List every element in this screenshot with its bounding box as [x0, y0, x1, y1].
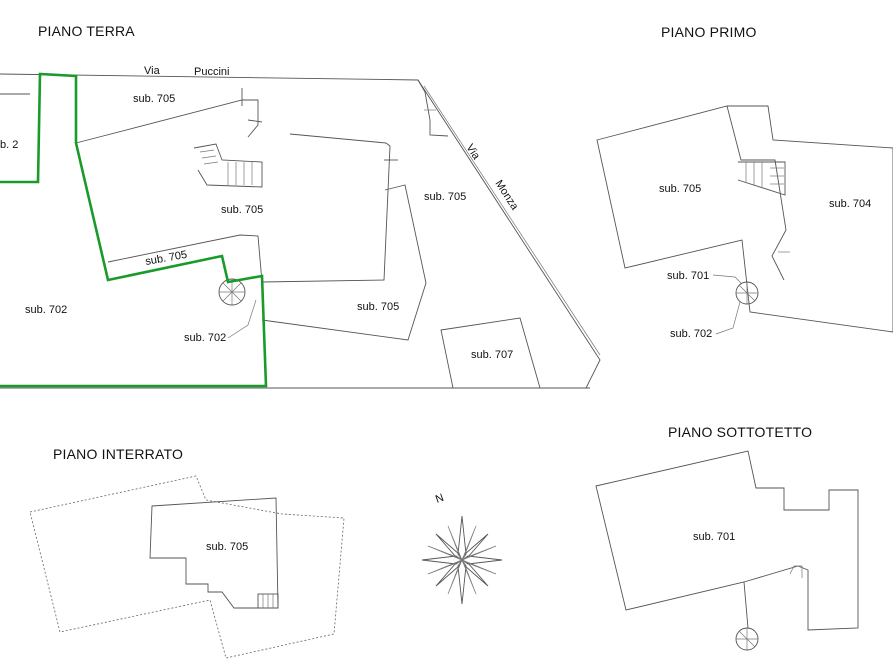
street-via-2: Via	[463, 142, 482, 162]
sottotetto-outline	[595, 450, 859, 631]
primo-staircase-icon	[737, 161, 786, 196]
strip-boundary	[107, 234, 263, 283]
primo-spiral-stair-icon	[735, 281, 759, 305]
sottotetto-label-sub-701: sub. 701	[693, 531, 735, 543]
label-sub-702-stair: sub. 702	[184, 332, 226, 344]
leader-line	[227, 299, 257, 339]
sottotetto-detail	[789, 565, 803, 578]
primo-inner-wall	[726, 105, 787, 281]
heading-piano-sottotetto: PIANO SOTTOTETTO	[668, 424, 812, 440]
building-top-right	[289, 133, 387, 144]
plan-piano-sottotetto: sub. 701	[595, 450, 859, 651]
label-sub-705-top: sub. 705	[133, 93, 175, 105]
interrato-staircase-icon	[257, 593, 279, 609]
label-sub-705-lower: sub. 705	[357, 301, 399, 313]
primo-outline	[596, 105, 893, 333]
label-sub-705-center: sub. 705	[221, 204, 263, 216]
building-top-wall	[75, 99, 259, 144]
sottotetto-stair-line	[743, 581, 749, 629]
street-edge-inner	[423, 85, 601, 356]
street-via-1: Via	[144, 65, 161, 77]
street-edge	[0, 73, 601, 389]
compass-north-label: N	[434, 492, 446, 506]
heading-piano-primo: PIANO PRIMO	[661, 24, 757, 40]
heading-piano-terra: PIANO TERRA	[38, 23, 135, 39]
label-sub-2: b. 2	[0, 139, 18, 151]
spiral-stair-icon	[218, 278, 246, 306]
interrato-label-sub-705: sub. 705	[206, 541, 248, 553]
primo-label-sub-705: sub. 705	[659, 183, 701, 195]
wall-tick-2	[247, 119, 263, 123]
street-monza: Monza	[492, 178, 521, 213]
leader-702	[715, 301, 741, 335]
compass-rose-icon	[421, 515, 503, 605]
plan-piano-primo: sub. 705 sub. 704 sub. 701 sub. 702	[596, 105, 893, 340]
interrato-room	[149, 497, 279, 609]
street-puccini: Puccini	[194, 66, 229, 78]
heading-piano-interrato: PIANO INTERRATO	[53, 446, 183, 462]
corner-detail	[417, 79, 449, 137]
interrato-dashed-outline	[29, 475, 345, 659]
sottotetto-spiral-stair-icon	[735, 627, 759, 651]
label-sub-707: sub. 707	[471, 349, 513, 361]
primo-label-sub-704: sub. 704	[829, 198, 871, 210]
plan-piano-interrato: sub. 705	[29, 475, 345, 659]
plan-piano-terra: Via Puccini Via Monza b. 2 sub. 705 sub.…	[0, 65, 601, 389]
building-right-wall	[261, 142, 391, 283]
label-sub-705-right: sub. 705	[424, 191, 466, 203]
leader-701	[712, 274, 743, 285]
sub-707-box	[440, 317, 541, 389]
label-sub-702-left: sub. 702	[25, 304, 67, 316]
staircase-icon	[193, 143, 263, 188]
primo-label-sub-701: sub. 701	[667, 270, 709, 282]
property-boundary	[0, 72, 268, 388]
lower-room-outline	[261, 184, 427, 341]
primo-label-sub-702: sub. 702	[670, 328, 712, 340]
